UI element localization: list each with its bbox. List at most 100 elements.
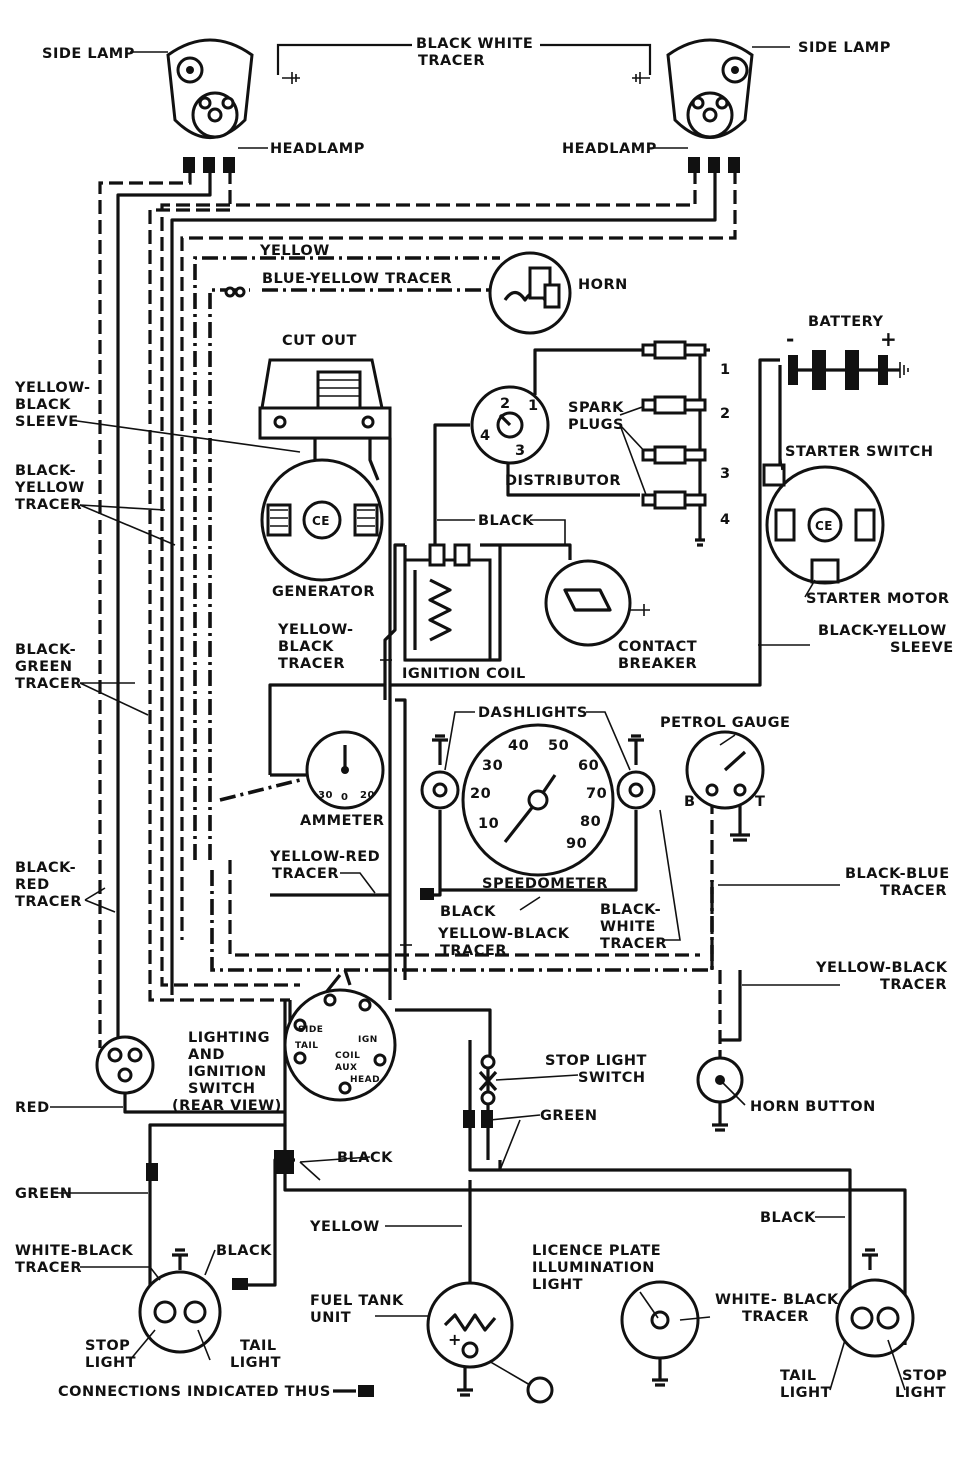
label-tail-light-left-2: LIGHT — [230, 1355, 281, 1371]
label-black-mid: BLACK — [440, 904, 496, 920]
wire-yellow-loop — [193, 256, 500, 860]
wire-coil-distributor — [433, 423, 470, 545]
label-black-yellow-tracer-3: TRACER — [15, 497, 82, 513]
wire-black-white-tracer-top — [276, 43, 652, 75]
wire-headlamp-right-1 — [160, 170, 697, 987]
label-horn: HORN — [578, 277, 628, 293]
connector-stoplight-2 — [481, 1110, 493, 1128]
label-headlamp-left: HEADLAMP — [270, 141, 365, 157]
plug-earth — [695, 350, 705, 547]
label-ignition-coil: IGNITION COIL — [402, 666, 526, 682]
wire-headlamp-right-3 — [180, 170, 737, 940]
label-black-white-tracer-mid-2: WHITE — [600, 919, 656, 935]
label-white-black-tracer-left-1: WHITE-BLACK — [15, 1243, 133, 1259]
connector-headlamp-right-1 — [688, 157, 700, 173]
label-yellow-black-tracer-3: TRACER — [278, 656, 345, 672]
label-blue-yellow-tracer: BLUE-YELLOW TRACER — [262, 271, 452, 287]
label-red: RED — [15, 1100, 50, 1116]
fuel-tank-earth — [457, 1365, 473, 1397]
wire-yellow-black-tracer-gen — [383, 543, 405, 685]
label-black-blue-tracer-2: TRACER — [880, 883, 947, 899]
label-yellow-black-sleeve-1: YELLOW- — [14, 380, 91, 396]
generator-ce-mark: CE — [312, 514, 330, 528]
lighting-ignition-switch — [283, 988, 397, 1102]
switch-terminal-aux: AUX — [335, 1063, 357, 1073]
connector-stoplight-1 — [463, 1110, 475, 1128]
label-white-black-tracer-left-2: TRACER — [15, 1260, 82, 1276]
wire-blue-yellow-tracer — [208, 288, 500, 860]
horn-button-earth — [712, 1100, 728, 1132]
label-black-right-lower: BLACK — [760, 1210, 816, 1226]
starter-ce-mark: CE — [815, 519, 833, 533]
starter-motor — [762, 463, 885, 585]
gauge-terminal-b: B — [684, 794, 696, 810]
spark-plug-3 — [641, 445, 707, 465]
connector-headlamp-left-3 — [223, 157, 235, 173]
label-stop-light-left-1: STOP — [85, 1338, 130, 1354]
connector-headlamp-right-3 — [728, 157, 740, 173]
speedo-tick-80: 80 — [580, 814, 601, 830]
label-green-left: GREEN — [15, 1186, 73, 1202]
dashlight-left-earth — [432, 734, 448, 765]
label-yellow-lower: YELLOW — [309, 1219, 380, 1235]
headlamp-left — [166, 38, 254, 139]
label-stop-light-switch-1: STOP LIGHT — [545, 1053, 647, 1069]
label-licence-plate-2: ILLUMINATION — [532, 1260, 655, 1276]
spark-plug-4 — [641, 490, 707, 510]
label-black-green-tracer-2: GREEN — [15, 659, 73, 675]
label-fuel-tank-1: FUEL TANK — [310, 1293, 404, 1309]
wire-headlamp-right-2 — [170, 170, 717, 995]
horn — [224, 251, 572, 335]
label-tail-light-right-1: TAIL — [780, 1368, 817, 1384]
label-black-red-tracer-3: TRACER — [15, 894, 82, 910]
label-yellow-black-tracer-2: BLACK — [278, 639, 334, 655]
wire-red — [123, 1090, 285, 1114]
label-licence-plate-3: LIGHT — [532, 1277, 583, 1293]
label-lighting-switch-2: AND — [188, 1047, 225, 1063]
plug-numbers: 1 2 3 4 — [720, 362, 731, 528]
labels: SIDE LAMP SIDE LAMP BLACK WHITE TRACER H… — [14, 36, 953, 1401]
label-horn-button: HORN BUTTON — [750, 1099, 876, 1115]
connector-headlamp-left-2 — [203, 157, 215, 173]
wire-headlamp-left-2 — [116, 170, 212, 1048]
label-black-yellow-tracer-1: BLACK- — [15, 463, 76, 479]
label-yellow-red-tracer-1: YELLOW-RED — [269, 849, 380, 865]
fuel-tank-unit — [426, 1281, 554, 1404]
dashlight-right-earth — [628, 734, 644, 765]
wire-lower-harness-2 — [468, 1160, 852, 1290]
label-yellow-red-tracer-2: TRACER — [272, 866, 339, 882]
connector-lower-block — [274, 1150, 294, 1174]
label-lighting-switch-1: LIGHTING — [188, 1030, 270, 1046]
label-black-yellow-tracer-2: YELLOW — [14, 480, 85, 496]
distributor-terminals: 1 2 3 4 — [480, 396, 538, 459]
battery-terminal-positive: + — [880, 327, 897, 351]
connector-black-tail — [232, 1278, 248, 1290]
label-yellow-black-tracer-right-1: YELLOW-BLACK — [815, 960, 948, 976]
dashlight-right — [616, 770, 656, 810]
switch-terminal-side: SIDE — [298, 1025, 323, 1035]
label-black-white-tracer-mid-3: TRACER — [600, 936, 667, 952]
label-petrol-gauge: PETROL GAUGE — [660, 715, 790, 731]
distributor-terminal-4: 4 — [480, 428, 491, 444]
label-yellow-black-tracer-mid-2: TRACER — [440, 943, 507, 959]
spark-plug-2 — [641, 395, 707, 415]
label-starter-motor: STARTER MOTOR — [806, 591, 950, 607]
connector-headlamp-left-1 — [183, 157, 195, 173]
plug-number-1: 1 — [720, 362, 731, 378]
label-stop-light-right-1: STOP — [902, 1368, 947, 1384]
label-lighting-switch-3: IGNITION — [188, 1064, 267, 1080]
label-stop-light-switch-2: SWITCH — [578, 1070, 646, 1086]
ammeter-marks: 30 0 20 — [318, 790, 374, 803]
label-fuel-tank-2: UNIT — [310, 1310, 351, 1326]
plug-number-4: 4 — [720, 512, 731, 528]
stop-light-left-earth — [172, 1248, 188, 1270]
stop-light-right-earth — [862, 1248, 878, 1270]
fuel-unit-sign: + — [448, 1330, 462, 1349]
wire-dash-loop-inner — [228, 860, 700, 957]
gauge-terminals: B T — [684, 794, 765, 810]
label-contact-breaker-1: CONTACT — [618, 639, 697, 655]
speedo-tick-50: 50 — [548, 738, 569, 754]
label-cut-out: CUT OUT — [282, 333, 357, 349]
earth-left-top — [282, 72, 300, 84]
wire-cutout-field — [368, 438, 380, 481]
